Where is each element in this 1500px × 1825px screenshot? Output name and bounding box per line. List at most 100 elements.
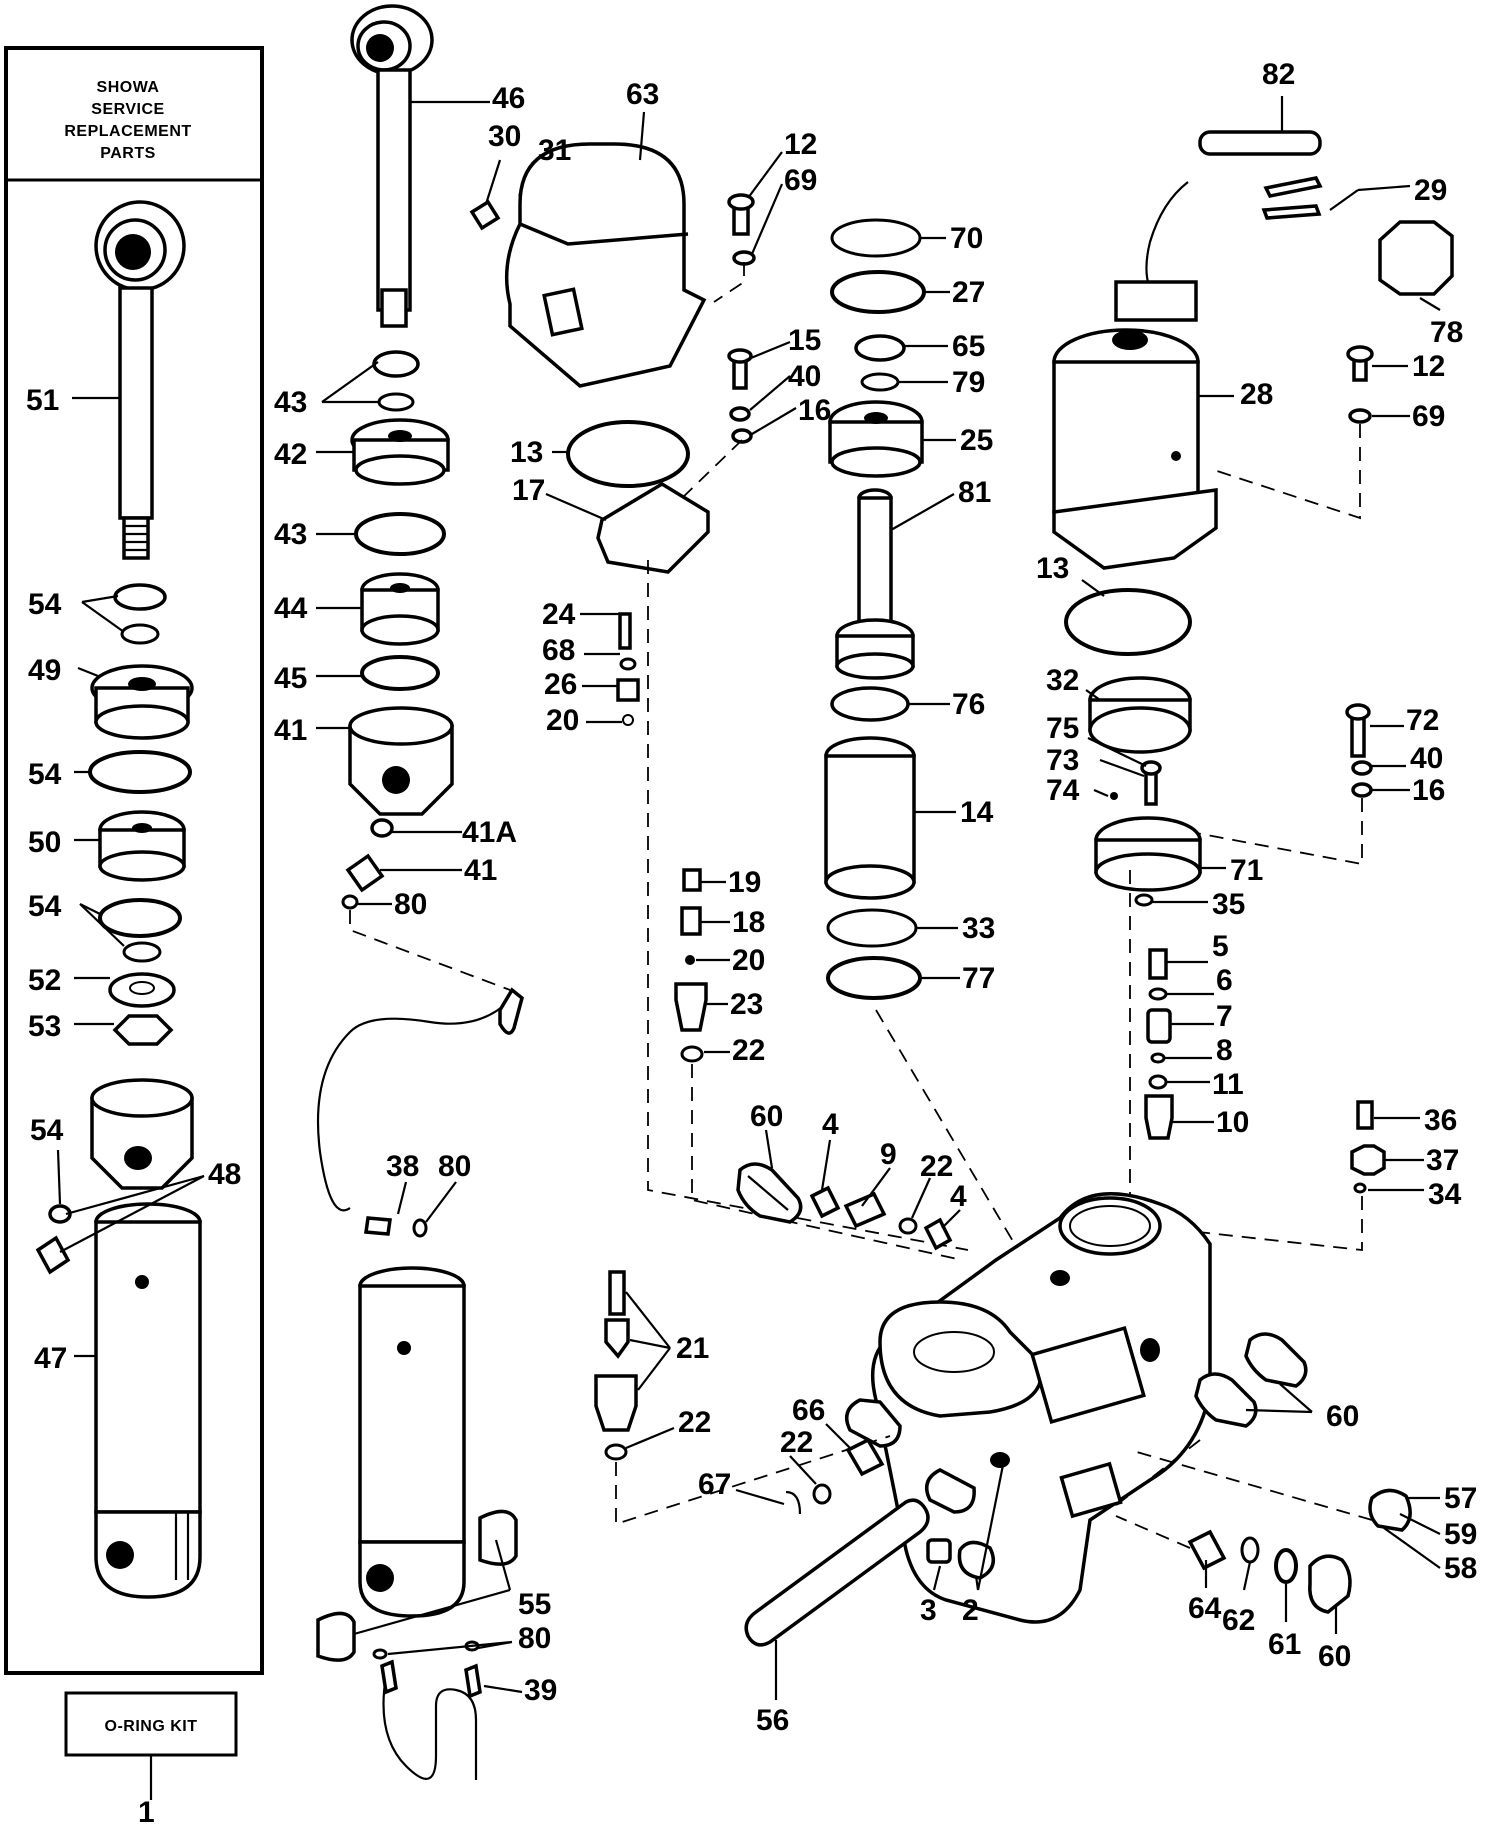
leader-38 — [396, 1181, 408, 1215]
part-43-seal — [372, 350, 420, 378]
callout-27: 27 — [952, 276, 985, 309]
part-22-oring-c — [604, 1443, 628, 1461]
callout-82: 82 — [1262, 58, 1295, 91]
dash-16b — [1179, 798, 1363, 866]
callout-60a: 60 — [750, 1100, 783, 1133]
part-47-cylinder — [94, 1202, 202, 1599]
callout-30: 30 — [488, 120, 521, 153]
part-38-fitting-bottom — [364, 1216, 392, 1236]
callout-13a: 13 — [510, 436, 543, 469]
callout-40b: 40 — [1410, 742, 1443, 775]
callout-32: 32 — [1046, 664, 1079, 697]
part-39-fitting-a — [380, 1659, 398, 1695]
leader-80c — [387, 1640, 513, 1656]
callout-37: 37 — [1426, 1144, 1459, 1177]
part-74-ball — [1110, 792, 1118, 800]
callout-35: 35 — [1212, 888, 1245, 921]
callout-12b: 12 — [1412, 350, 1445, 383]
part-54-oring-d — [122, 941, 162, 963]
part-5-spring — [1148, 948, 1168, 980]
part-40-washer-a — [729, 406, 751, 422]
part-69-washer-b — [1348, 408, 1372, 424]
part-55-bushing-b — [316, 1611, 356, 1662]
callout-54d: 54 — [30, 1114, 64, 1147]
dash-34-route — [1179, 1196, 1363, 1252]
part-16-washer-a — [731, 428, 753, 444]
callout-23: 23 — [730, 988, 763, 1021]
part-55-bushing-a — [478, 1509, 518, 1566]
dash-64-route — [1115, 1515, 1191, 1549]
callout-58: 58 — [1444, 1552, 1477, 1585]
callout-54c: 54 — [28, 890, 62, 923]
part-22-oring-d — [812, 1483, 832, 1505]
part-72-screw — [1350, 714, 1366, 758]
part-29-terminal-a — [1263, 176, 1323, 198]
leader-48 — [59, 1174, 205, 1253]
part-10-valve-seat — [1144, 1094, 1174, 1140]
leader-17 — [545, 492, 607, 522]
callout-72: 72 — [1406, 704, 1439, 737]
part-21-seat — [594, 1374, 638, 1432]
callout-43a: 43 — [274, 386, 307, 419]
part-54-oring-a — [120, 623, 160, 645]
callout-39: 39 — [524, 1674, 557, 1707]
leader-63 — [638, 111, 646, 161]
leader-13b — [1081, 579, 1105, 597]
part-33-ring — [826, 908, 918, 948]
leader-55 — [353, 1539, 512, 1636]
callout-70: 70 — [950, 222, 983, 255]
leader-32 — [1085, 689, 1101, 701]
leader-40a — [749, 375, 791, 411]
callout-labels: 51 54 49 54 50 54 52 53 54 48 47 1 46 30… — [26, 58, 1477, 1825]
part-20-ball-a — [622, 714, 634, 726]
part-18-piston — [680, 906, 702, 936]
part-54-oring-b — [88, 750, 192, 794]
part-79-oring — [860, 372, 900, 392]
part-21-spring — [608, 1270, 626, 1316]
leader-2-3 — [932, 1459, 1006, 1591]
callout-54a: 54 — [28, 588, 62, 621]
part-60-valve-c — [1194, 1372, 1258, 1428]
callout-43b: 43 — [274, 518, 307, 551]
part-21-ball — [604, 1318, 630, 1359]
part-43-oring-large — [354, 512, 446, 556]
part-62-oring — [1240, 1536, 1260, 1564]
part-42-gland — [350, 418, 450, 486]
callout-24: 24 — [542, 598, 576, 631]
callout-16b: 16 — [1412, 774, 1445, 807]
callout-11: 11 — [1212, 1068, 1244, 1101]
callout-44: 44 — [274, 592, 308, 625]
part-19-spring — [682, 868, 702, 892]
part-38-hydraulic-line — [316, 999, 511, 1212]
showa-box-line-3: REPLACEMENT — [64, 123, 191, 140]
part-22-oring-a — [680, 1045, 704, 1063]
callout-80c: 80 — [518, 1622, 551, 1655]
leader-57-59-58 — [1383, 1496, 1441, 1569]
part-3-screw — [926, 1538, 952, 1564]
dash-17-route — [647, 560, 969, 1251]
part-60-valve-d — [1308, 1554, 1352, 1614]
leader-22c — [625, 1426, 675, 1450]
callout-53: 53 — [28, 1010, 61, 1043]
showa-box-line-4: PARTS — [100, 145, 156, 162]
part-71-valve-body — [1094, 816, 1202, 892]
part-80-oring-a — [341, 894, 359, 910]
part-30-plug — [469, 199, 501, 231]
part-48-cylinder-head — [90, 1078, 194, 1190]
part-6-oring — [1148, 987, 1168, 1001]
callout-26: 26 — [544, 668, 577, 701]
callout-60c: 60 — [1318, 1640, 1351, 1673]
callout-18: 18 — [732, 906, 765, 939]
callout-6: 6 — [1216, 964, 1233, 997]
callout-8: 8 — [1216, 1034, 1233, 1067]
part-48-fitting — [35, 1235, 71, 1275]
leader-69a — [750, 183, 784, 255]
part-9-valve — [843, 1191, 887, 1229]
callout-5: 5 — [1212, 930, 1229, 963]
callout-21: 21 — [676, 1332, 709, 1365]
part-61-oring — [1274, 1548, 1298, 1584]
leader-21 — [625, 1291, 671, 1391]
callout-42: 42 — [274, 438, 307, 471]
dash-69b — [1213, 424, 1361, 520]
